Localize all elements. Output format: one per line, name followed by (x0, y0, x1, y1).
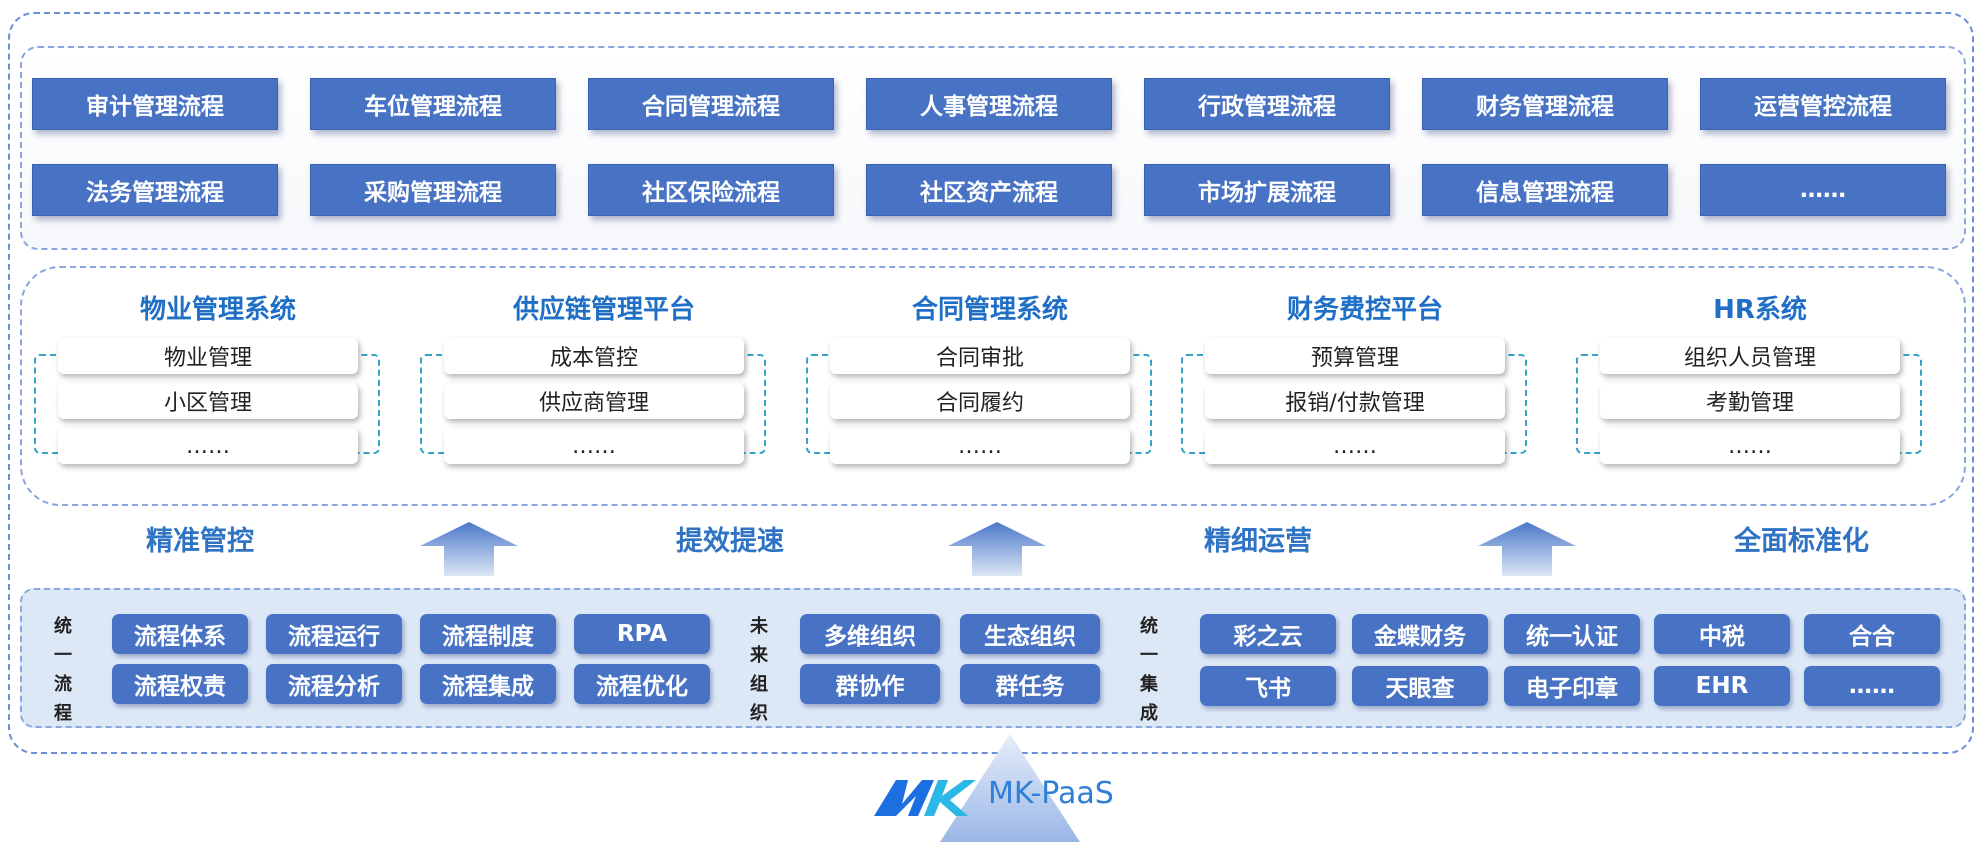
system-item[interactable]: 合同审批 (830, 338, 1130, 374)
theme-label: 提效提速 (676, 526, 784, 557)
label-char: 统 (54, 616, 72, 637)
system-item[interactable]: 成本管控 (444, 338, 744, 374)
platform-outer-frame (8, 12, 1974, 754)
integration-chip[interactable]: 飞书 (1200, 666, 1336, 706)
flow-chip[interactable]: 流程制度 (420, 614, 556, 654)
future-org-label: 未 来 组 织 (746, 612, 772, 728)
process-button[interactable]: 人事管理流程 (866, 78, 1112, 130)
flow-chip[interactable]: 流程运行 (266, 614, 402, 654)
system-item[interactable]: …… (830, 428, 1130, 464)
process-button[interactable]: 信息管理流程 (1422, 164, 1668, 216)
system-item[interactable]: 物业管理 (58, 338, 358, 374)
label-char: 流 (54, 674, 72, 695)
system-item[interactable]: 组织人员管理 (1600, 338, 1900, 374)
theme-label: 全面标准化 (1734, 526, 1869, 557)
org-chip[interactable]: 群协作 (800, 664, 940, 704)
systems-panel (20, 266, 1966, 506)
system-item[interactable]: …… (58, 428, 358, 464)
label-char: 织 (750, 703, 768, 724)
system-title: 合同管理系统 (911, 295, 1068, 325)
system-item[interactable]: …… (444, 428, 744, 464)
integration-chip[interactable]: 中税 (1654, 614, 1790, 654)
foundation-panel (20, 588, 1966, 728)
label-char: 一 (1140, 645, 1158, 666)
flow-chip[interactable]: 流程分析 (266, 664, 402, 704)
system-title: 物业管理系统 (139, 295, 296, 325)
up-arrow-icon (1478, 522, 1576, 576)
process-button[interactable]: 法务管理流程 (32, 164, 278, 216)
system-item[interactable]: 供应商管理 (444, 383, 744, 419)
process-flows-grid: 审计管理流程 车位管理流程 合同管理流程 人事管理流程 行政管理流程 财务管理流… (32, 78, 1946, 216)
system-hr: HR系统 组织人员管理 考勤管理 …… (1576, 292, 1922, 464)
system-item[interactable]: 考勤管理 (1600, 383, 1900, 419)
flow-chip[interactable]: 流程权责 (112, 664, 248, 704)
label-char: 统 (1140, 616, 1158, 637)
process-button[interactable]: 社区资产流程 (866, 164, 1112, 216)
process-button[interactable]: 社区保险流程 (588, 164, 834, 216)
process-button[interactable]: 运营管控流程 (1700, 78, 1946, 130)
mk-paas-logo (874, 734, 1080, 842)
process-button[interactable]: 合同管理流程 (588, 78, 834, 130)
unified-integration-label: 统 一 集 成 (1136, 612, 1162, 728)
system-item[interactable]: …… (1600, 428, 1900, 464)
label-char: 来 (750, 645, 768, 666)
integration-chip[interactable]: 合合 (1804, 614, 1940, 654)
label-char: 未 (750, 616, 768, 637)
org-chip[interactable]: 多维组织 (800, 614, 940, 654)
system-title: 供应链管理平台 (512, 295, 695, 325)
org-chip[interactable]: 生态组织 (960, 614, 1100, 654)
pyramid-shape (940, 734, 1080, 842)
up-arrow-icon (948, 522, 1046, 576)
label-char: 一 (54, 645, 72, 666)
unified-flow-label: 统 一 流 程 (50, 612, 76, 728)
system-item[interactable]: …… (1205, 428, 1505, 464)
label-char: 组 (750, 674, 768, 695)
flow-chip[interactable]: RPA (574, 614, 710, 654)
platform-name: MK-PaaS (988, 776, 1114, 811)
label-char: 成 (1140, 703, 1158, 724)
theme-label: 精细运营 (1204, 526, 1312, 557)
process-more-button[interactable]: …… (1700, 164, 1946, 216)
system-item[interactable]: 预算管理 (1205, 338, 1505, 374)
process-button[interactable]: 行政管理流程 (1144, 78, 1390, 130)
system-item[interactable]: 合同履约 (830, 383, 1130, 419)
process-button[interactable]: 采购管理流程 (310, 164, 556, 216)
system-finance: 财务费控平台 预算管理 报销/付款管理 …… (1181, 292, 1527, 464)
system-title: 财务费控平台 (1286, 295, 1443, 325)
system-item[interactable]: 小区管理 (58, 383, 358, 419)
label-char: 集 (1140, 674, 1158, 695)
flow-chip[interactable]: 流程集成 (420, 664, 556, 704)
integration-chip[interactable]: 统一认证 (1504, 614, 1640, 654)
up-arrow-icon (420, 522, 518, 576)
system-property: 物业管理系统 物业管理 小区管理 …… (34, 292, 380, 464)
integration-chip[interactable]: 金蝶财务 (1352, 614, 1488, 654)
system-title: HR系统 (1713, 295, 1807, 325)
integration-chip[interactable]: EHR (1654, 666, 1790, 706)
process-button[interactable]: 财务管理流程 (1422, 78, 1668, 130)
integration-chip[interactable]: 电子印章 (1504, 666, 1640, 706)
integration-chip[interactable]: 天眼查 (1352, 666, 1488, 706)
process-button[interactable]: 审计管理流程 (32, 78, 278, 130)
org-chip[interactable]: 群任务 (960, 664, 1100, 704)
flow-chip[interactable]: 流程体系 (112, 614, 248, 654)
mk-mark-icon (874, 780, 976, 816)
integration-more-chip[interactable]: …… (1804, 666, 1940, 706)
label-char: 程 (54, 703, 72, 724)
flow-chip[interactable]: 流程优化 (574, 664, 710, 704)
process-button[interactable]: 市场扩展流程 (1144, 164, 1390, 216)
system-supply-chain: 供应链管理平台 成本管控 供应商管理 …… (420, 292, 766, 464)
process-button[interactable]: 车位管理流程 (310, 78, 556, 130)
theme-label: 精准管控 (146, 526, 254, 557)
integration-chip[interactable]: 彩之云 (1200, 614, 1336, 654)
system-item[interactable]: 报销/付款管理 (1205, 383, 1505, 419)
system-contract: 合同管理系统 合同审批 合同履约 …… (806, 292, 1152, 464)
